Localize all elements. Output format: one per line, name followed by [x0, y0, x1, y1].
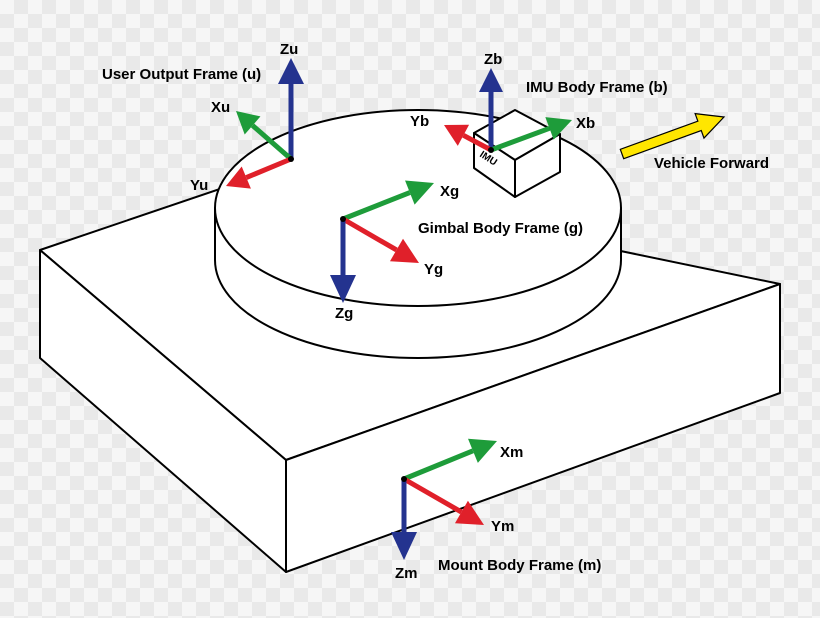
- origin-gimbal: [340, 216, 346, 222]
- axis-arrow-zb: [479, 68, 503, 150]
- axis-arrow-ym-head: [454, 500, 484, 525]
- axis-arrow-ym: [402, 476, 484, 525]
- axis-arrow-zu-head: [278, 58, 304, 84]
- origin-imu: [488, 147, 494, 153]
- origin-user: [288, 156, 294, 162]
- mount-block-front-face: [285, 283, 781, 573]
- axis-arrow-xg: [342, 180, 434, 222]
- axis-arrow-xu: [236, 111, 293, 161]
- imu-frame-label: IMU Body Frame (b): [526, 79, 668, 96]
- axis-label-xm: Xm: [500, 444, 523, 461]
- axis-arrow-xu-shaft: [250, 123, 293, 161]
- axis-arrow-yu-head: [226, 166, 251, 189]
- axis-arrow-xm-shaft: [403, 448, 474, 482]
- axis-arrow-yg: [341, 216, 419, 263]
- axis-arrow-xu-head: [236, 111, 261, 135]
- axis-arrow-yb: [444, 124, 493, 153]
- axis-arrow-xm-head: [468, 438, 497, 463]
- axis-arrow-yb-shaft: [462, 133, 493, 153]
- axis-arrow-xb-shaft: [490, 125, 551, 153]
- axis-label-xb: Xb: [576, 115, 595, 132]
- axis-label-xg: Xg: [440, 183, 459, 200]
- axis-arrow-xg-head: [405, 180, 434, 205]
- axis-label-xu: Xu: [211, 99, 230, 116]
- axis-arrow-zg: [330, 219, 356, 303]
- origin-mount: [401, 476, 407, 482]
- axis-arrow-yb-head: [444, 124, 470, 146]
- vehicle-forward-arrow: [619, 112, 726, 160]
- axis-arrow-zu: [278, 58, 304, 159]
- axis-arrow-xm: [403, 438, 497, 482]
- axis-label-yb: Yb: [410, 113, 429, 130]
- imu-box-right: [514, 133, 561, 198]
- axis-arrow-yu-shaft: [245, 156, 292, 180]
- axis-arrow-xb-head: [545, 117, 572, 140]
- axis-arrow-ym-shaft: [402, 476, 463, 515]
- axis-arrow-zm: [391, 479, 417, 560]
- axis-label-zb: Zb: [484, 51, 502, 68]
- gimbal-frame-label: Gimbal Body Frame (g): [418, 220, 583, 237]
- axis-arrow-yu: [226, 156, 292, 189]
- axis-arrow-xg-shaft: [342, 190, 411, 222]
- user-frame-label: User Output Frame (u): [102, 66, 261, 83]
- axis-label-yu: Yu: [190, 177, 208, 194]
- axis-arrow-zg-head: [330, 275, 356, 303]
- axes-layer: [226, 58, 572, 560]
- axis-arrow-zb-head: [479, 68, 503, 92]
- axis-arrow-yg-shaft: [341, 216, 398, 253]
- mount-frame-label: Mount Body Frame (m): [438, 557, 601, 574]
- axis-label-ym: Ym: [491, 518, 514, 535]
- axis-label-zg: Zg: [335, 305, 353, 322]
- vehicle-forward-label: Vehicle Forward: [654, 155, 769, 172]
- axis-arrow-yg-head: [389, 238, 419, 263]
- axis-arrow-xb: [490, 117, 572, 153]
- axis-label-yg: Yg: [424, 261, 443, 278]
- imu-box: IMU: [473, 109, 561, 198]
- axis-arrow-zm-head: [391, 532, 417, 560]
- axis-label-zu: Zu: [280, 41, 298, 58]
- axis-label-zm: Zm: [395, 565, 418, 582]
